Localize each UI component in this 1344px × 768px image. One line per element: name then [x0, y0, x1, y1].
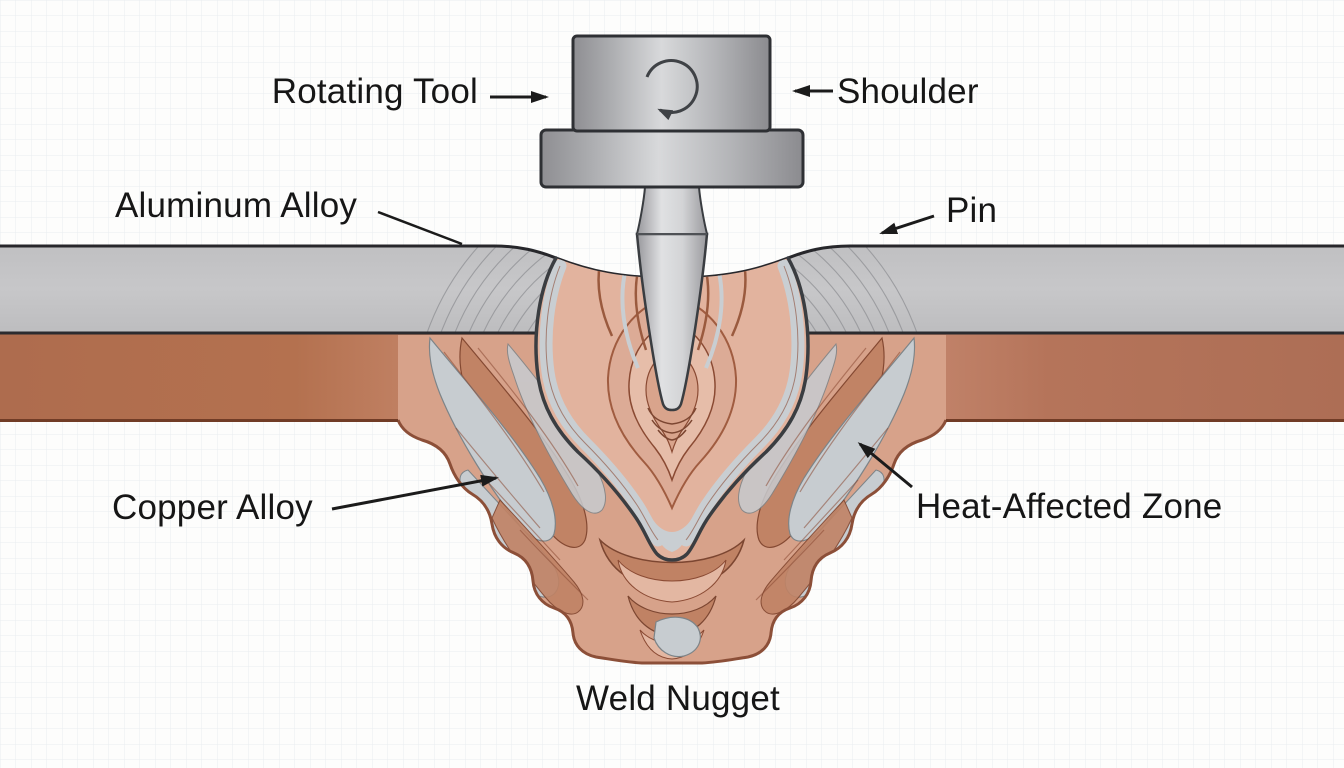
weld-swirls [428, 336, 916, 660]
rotating-tool-label: Rotating Tool [272, 72, 478, 111]
weld-nugget-outline [396, 419, 948, 665]
tool-body [571, 34, 772, 133]
heat-affected-zone-label: Heat-Affected Zone [916, 487, 1222, 526]
aluminum-alloy-leader-line [377, 210, 463, 246]
pin-arrow [879, 214, 935, 235]
stir-zone-outline [534, 256, 810, 562]
weld-nugget-label: Weld Nugget [576, 679, 780, 718]
heat-affected-zone-arrow [857, 442, 913, 489]
copper-alloy-label: Copper Alloy [112, 488, 313, 527]
shoulder-label: Shoulder [837, 72, 979, 111]
tool-neck [635, 186, 709, 235]
tool-pin [635, 232, 709, 412]
pin-tip-frill [647, 407, 697, 441]
pin-label: Pin [946, 191, 997, 230]
tool-shoulder [539, 128, 805, 189]
aluminum-alloy-label: Aluminum Alloy [115, 186, 357, 225]
weld-chevrons [598, 537, 746, 660]
rotation-arrow-icon [645, 59, 699, 121]
copper-alloy-arrow [331, 474, 499, 511]
